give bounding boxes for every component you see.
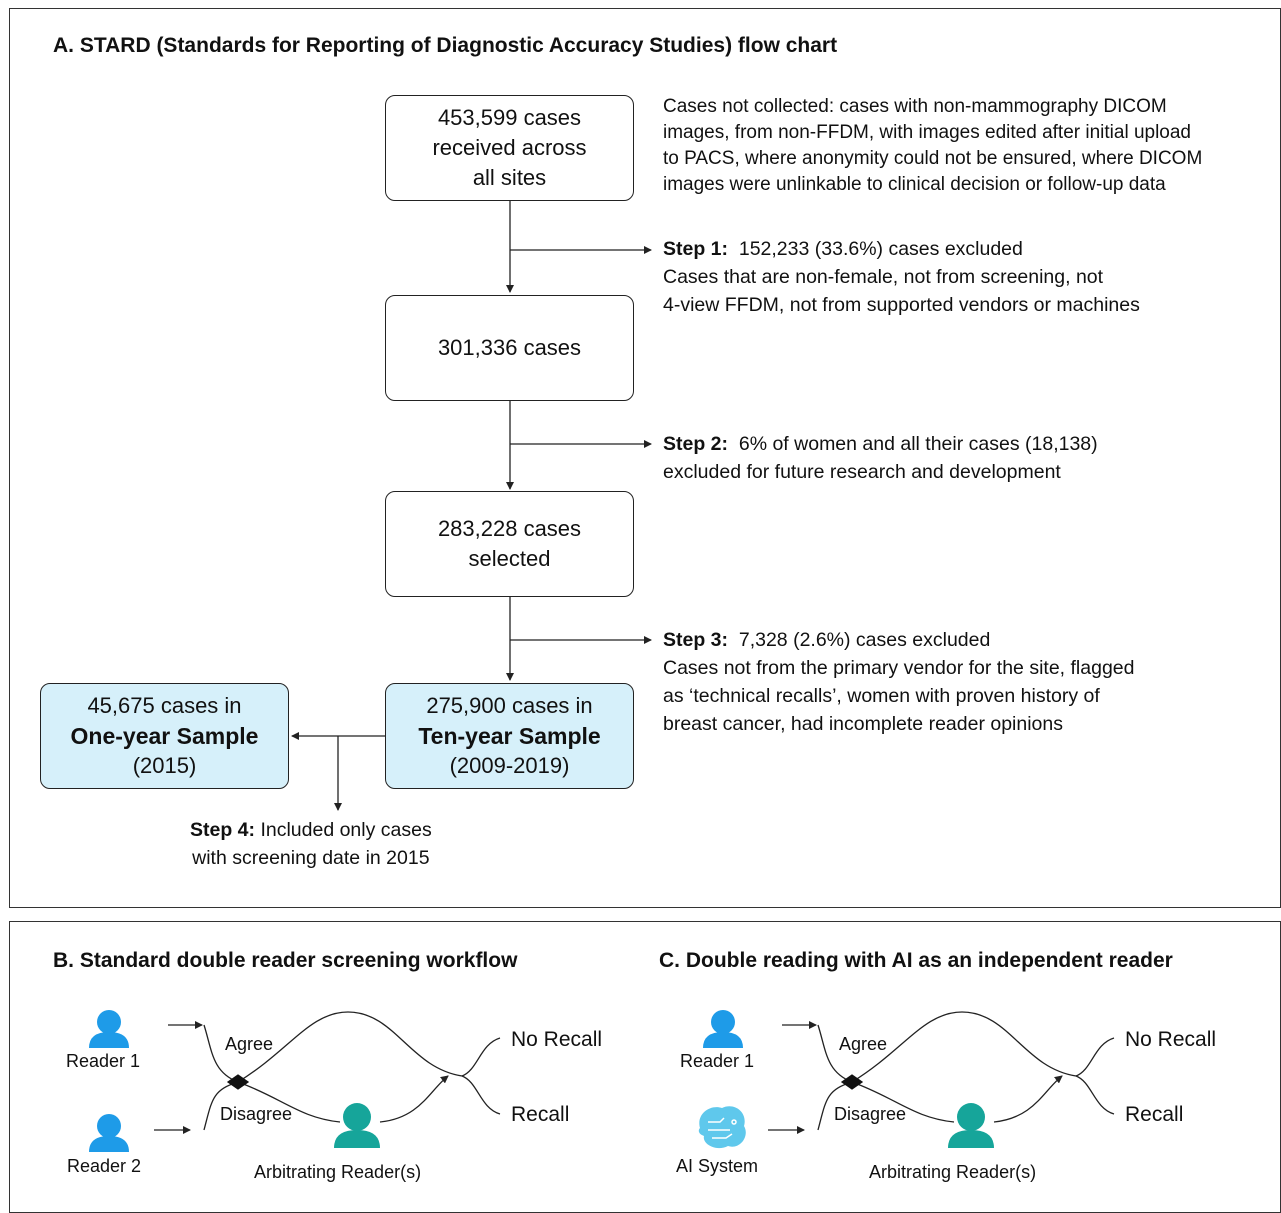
ai-chip-icon [698,1106,746,1149]
panel-a-title: A. STARD (Standards for Reporting of Dia… [53,34,838,57]
panel-c-title: C. Double reading with AI as an independ… [659,949,1173,972]
box-cases-selected: 283,228 cases selected [385,491,634,597]
panel-c-agree-label: Agree [839,1034,888,1054]
panel-b-title: B. Standard double reader screening work… [53,949,518,972]
box-ten-year-sample: 275,900 cases in Ten-year Sample (2009-2… [385,683,634,789]
panel-c-recall-label: Recall [1125,1103,1184,1126]
panel-b-no-recall-label: No Recall [511,1028,603,1051]
person-icon [89,1010,129,1048]
person-icon [703,1010,743,1048]
box-one-year-sample: 45,675 cases in One-year Sample (2015) [40,683,289,789]
panel-b-recall-label: Recall [511,1103,570,1126]
panel-c-reader-1-label: Reader 1 [680,1051,755,1071]
panel-c-disagree-label: Disagree [834,1104,907,1124]
panel-c-no-recall-label: No Recall [1125,1028,1217,1051]
panel-b-workflow [154,1011,501,1134]
panel-b-reader-1-label: Reader 1 [66,1051,141,1071]
person-icon [89,1114,129,1152]
note-step-3: Step 3: 7,328 (2.6%) cases excluded Case… [663,629,1135,735]
panel-c-ai-system-label: AI System [676,1156,759,1176]
note-step-2: Step 2: 6% of women and all their cases … [663,433,1098,483]
panel-c-arbitrator-label: Arbitrating Reader(s) [869,1162,1037,1182]
note-step-1: Step 1: 152,233 (33.6%) cases excluded C… [663,238,1140,316]
note-step-4: Step 4: Included only cases with screeni… [190,819,432,869]
panel-b-reader-2-label: Reader 2 [67,1156,142,1176]
box-cases-301336: 301,336 cases [385,295,634,401]
box-cases-received: 453,599 cases received across all sites [385,95,634,201]
panel-b-arbitrator-label: Arbitrating Reader(s) [254,1162,422,1182]
panel-b-agree-label: Agree [225,1034,274,1054]
note-not-collected: Cases not collected: cases with non-mamm… [663,96,1203,195]
person-icon [334,1103,380,1148]
panel-c-workflow [768,1011,1115,1134]
panel-b-disagree-label: Disagree [220,1104,293,1124]
person-icon [948,1103,994,1148]
